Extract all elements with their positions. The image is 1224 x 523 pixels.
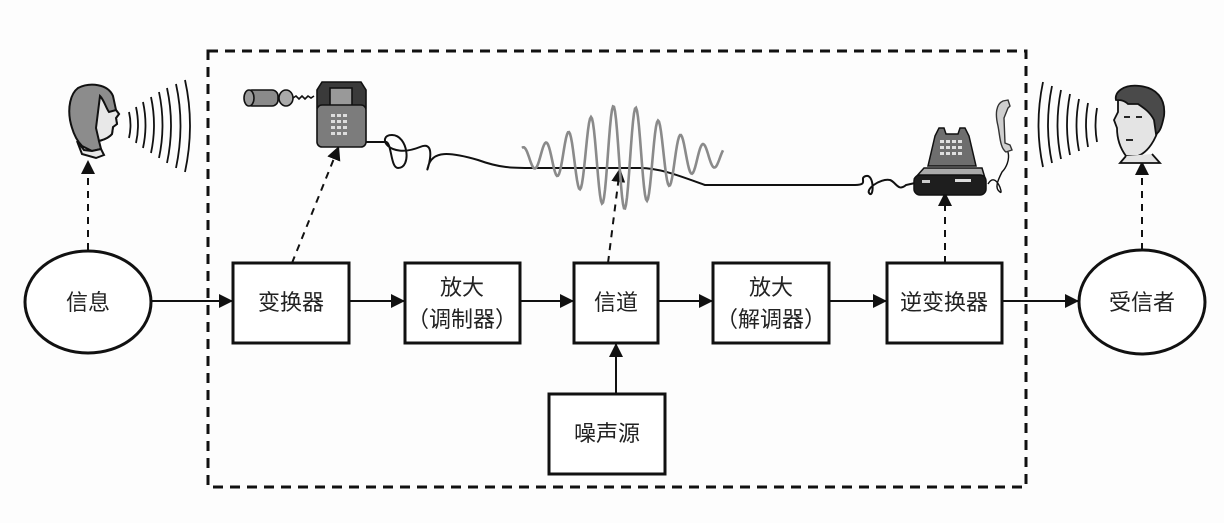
dashed-arrow-channel-to-wave (607, 167, 626, 264)
node-transducer: 变换器 (231, 261, 351, 345)
flow-arrows (151, 294, 1079, 393)
node-receiver-label: 受信者 (1109, 291, 1175, 316)
handset-icon (987, 99, 1013, 193)
speaker-head-icon (68, 83, 121, 160)
node-channel-label: 信道 (594, 291, 638, 316)
dashed-arrow-transducer-to-phone (291, 145, 341, 264)
node-source-label: 信息 (66, 291, 110, 316)
node-inverse-transducer-label: 逆变换器 (900, 291, 988, 316)
node-amp-modulator-line1: 放大 (440, 276, 484, 301)
sound-waves-icon (128, 79, 191, 173)
node-amp-modulator-line2: （调制器） (407, 308, 517, 333)
node-amp-demodulator-line2: （解调器） (716, 308, 826, 333)
listener-head-icon (1113, 84, 1166, 164)
wall-telephone-icon (243, 81, 367, 148)
node-amp-modulator: 放大 （调制器） (403, 261, 522, 345)
dashed-arrows (81, 145, 1149, 264)
node-amp-demodulator-line1: 放大 (749, 276, 793, 301)
system-boundary (206, 49, 1028, 489)
node-noise-source-label: 噪声源 (574, 422, 640, 447)
desk-telephone-icon (913, 127, 987, 196)
node-inverse-transducer: 逆变换器 (885, 261, 1004, 345)
node-amp-demodulator: 放大 （解调器） (711, 261, 831, 345)
node-channel: 信道 (572, 261, 660, 345)
modulated-wave (521, 104, 725, 211)
node-source: 信息 (23, 249, 153, 355)
sound-waves-icon (1037, 81, 1098, 168)
node-receiver: 受信者 (1077, 248, 1207, 356)
telephone-cord (366, 133, 916, 196)
node-transducer-label: 变换器 (258, 291, 324, 316)
node-noise-source: 噪声源 (547, 392, 667, 476)
